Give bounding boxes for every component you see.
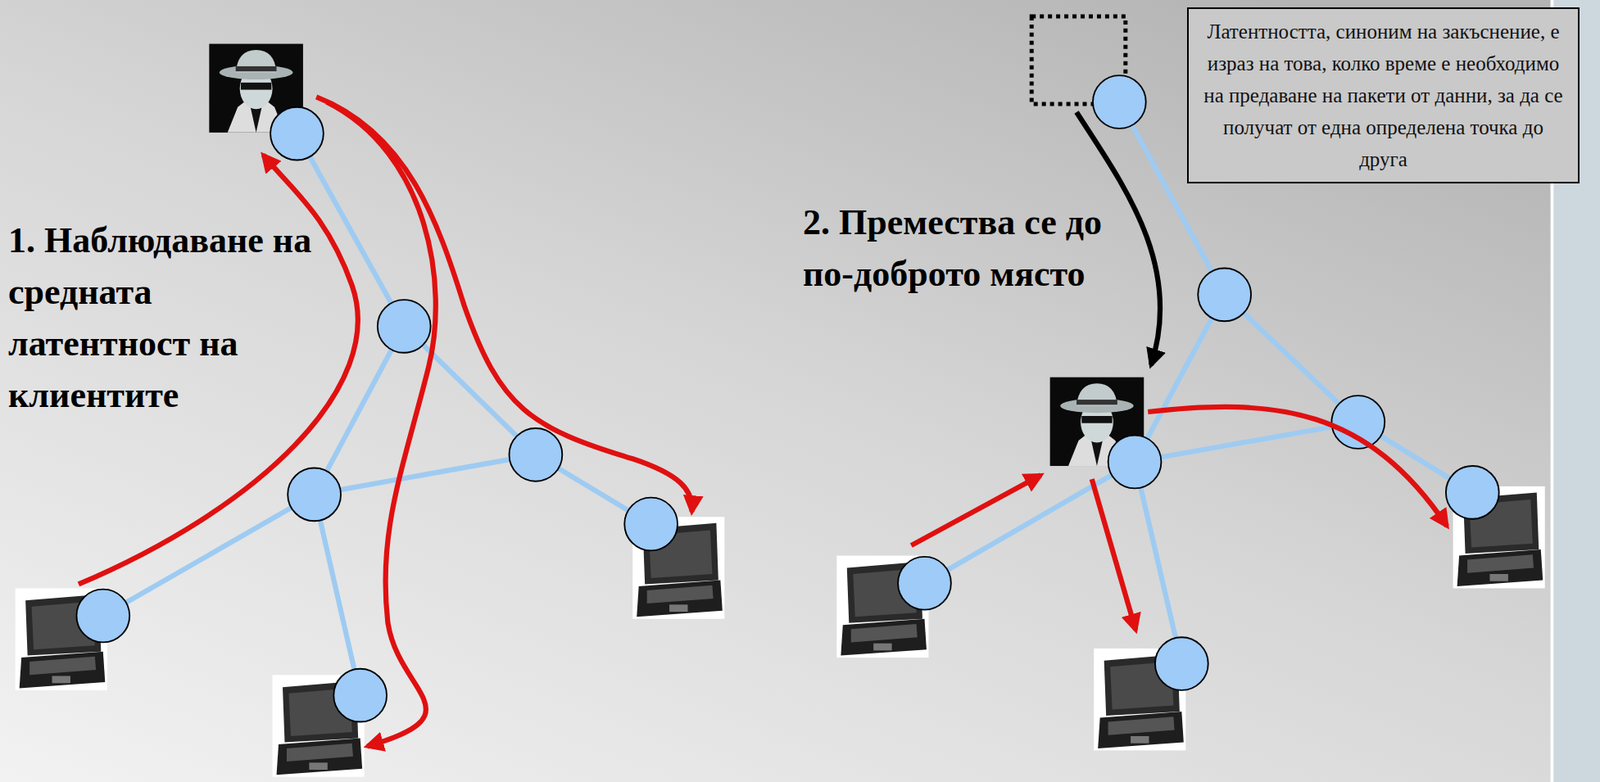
note-text: Латентността, синоним на закъснение, е и… [1200,15,1567,176]
step-heading: 1. Наблюдаване на средната латентност на… [8,214,320,422]
note-box: Латентността, синоним на закъснение, е и… [1187,7,1580,184]
step-heading: 2. Премества се до по-доброто място [802,196,1106,300]
